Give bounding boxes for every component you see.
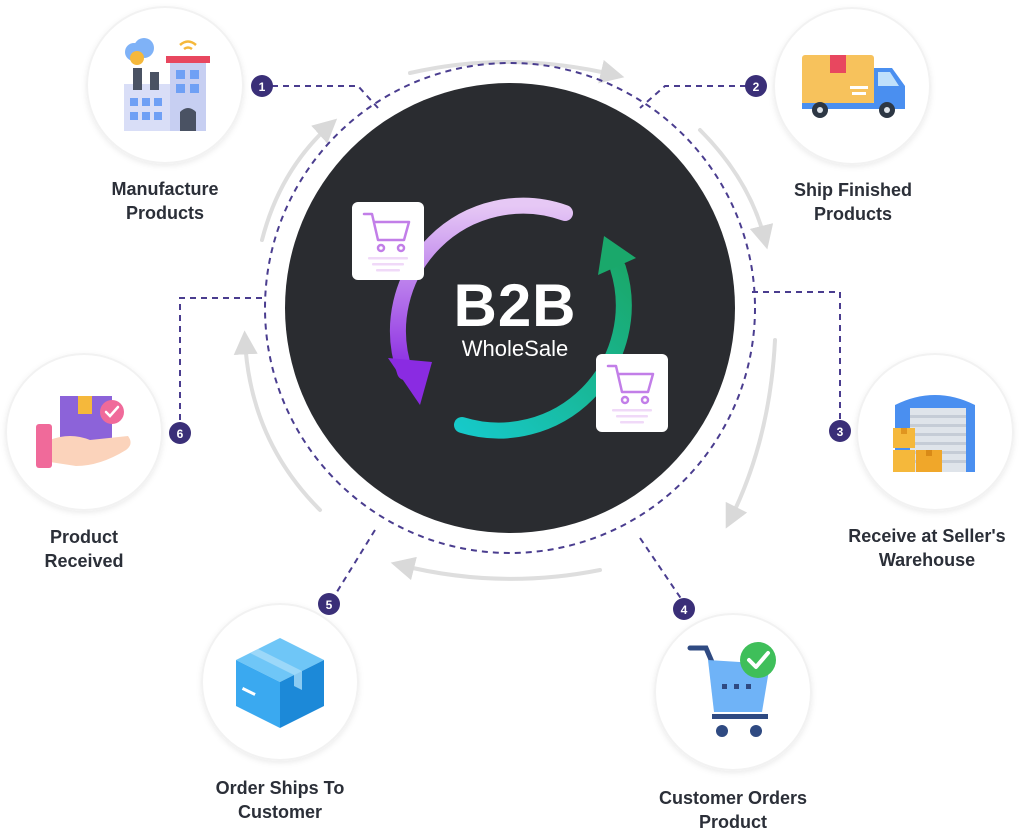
- step-badge-5-number: 5: [326, 598, 333, 612]
- shopping-cart-icon: [362, 212, 411, 253]
- step-label-4-line2: Product: [698, 812, 767, 832]
- step-label-2-line2: Products: [813, 204, 892, 224]
- shopping-cart-icon: [606, 364, 655, 405]
- cart-card-bottom-right: [596, 354, 668, 432]
- shopping-cart-check-icon: [687, 642, 776, 737]
- step-label-3-line2: Warehouse: [878, 550, 976, 570]
- step-badge-3-number: 3: [837, 425, 844, 439]
- step-label-6-line1: Product: [49, 527, 118, 547]
- step-label-6: Product Received: [0, 525, 168, 573]
- step-label-1: Manufacture Products: [70, 177, 260, 225]
- step-label-4: Customer Orders Product: [628, 786, 838, 834]
- step-badge-1: 1: [251, 75, 273, 97]
- purple-cycle-arrow: [388, 197, 573, 405]
- warehouse-icon: [893, 395, 975, 472]
- step-label-3: Receive at Seller's Warehouse: [834, 524, 1020, 572]
- hub-title: B2B: [453, 272, 577, 339]
- outer-flow-arrows: [233, 59, 777, 581]
- step-label-2-line1: Ship Finished: [793, 180, 912, 200]
- step-label-3-line1: Receive at Seller's: [848, 526, 1006, 546]
- step-badge-1-number: 1: [259, 80, 266, 94]
- hand-package-icon: [36, 396, 131, 468]
- step-badge-4: 4: [673, 598, 695, 620]
- step-label-1-line2: Products: [125, 203, 204, 223]
- dashed-connectors: [179, 85, 841, 601]
- step-badge-3: 3: [829, 420, 851, 442]
- step-label-5: Order Ships To Customer: [180, 776, 380, 824]
- factory-icon: [124, 38, 210, 131]
- step-label-1-line1: Manufacture: [111, 179, 219, 199]
- step-badge-2-number: 2: [753, 80, 760, 94]
- cart-card-top-left: [352, 202, 424, 280]
- step-badge-5: 5: [318, 593, 340, 615]
- green-cycle-arrow: [454, 236, 636, 439]
- step-label-2: Ship Finished Products: [758, 178, 948, 226]
- step-badge-6: 6: [169, 422, 191, 444]
- step-label-4-line1: Customer Orders: [658, 788, 808, 808]
- step-badge-6-number: 6: [177, 427, 184, 441]
- step-badge-2: 2: [745, 75, 767, 97]
- step-label-5-line2: Customer: [237, 802, 322, 822]
- step-badge-4-number: 4: [681, 603, 688, 617]
- delivery-truck-icon: [802, 55, 905, 118]
- dashed-orbit: [264, 62, 756, 554]
- hub-subtitle: WholeSale: [461, 336, 569, 361]
- box-icon: [236, 638, 324, 728]
- step-label-5-line1: Order Ships To: [215, 778, 345, 798]
- step-label-6-line2: Received: [44, 551, 124, 571]
